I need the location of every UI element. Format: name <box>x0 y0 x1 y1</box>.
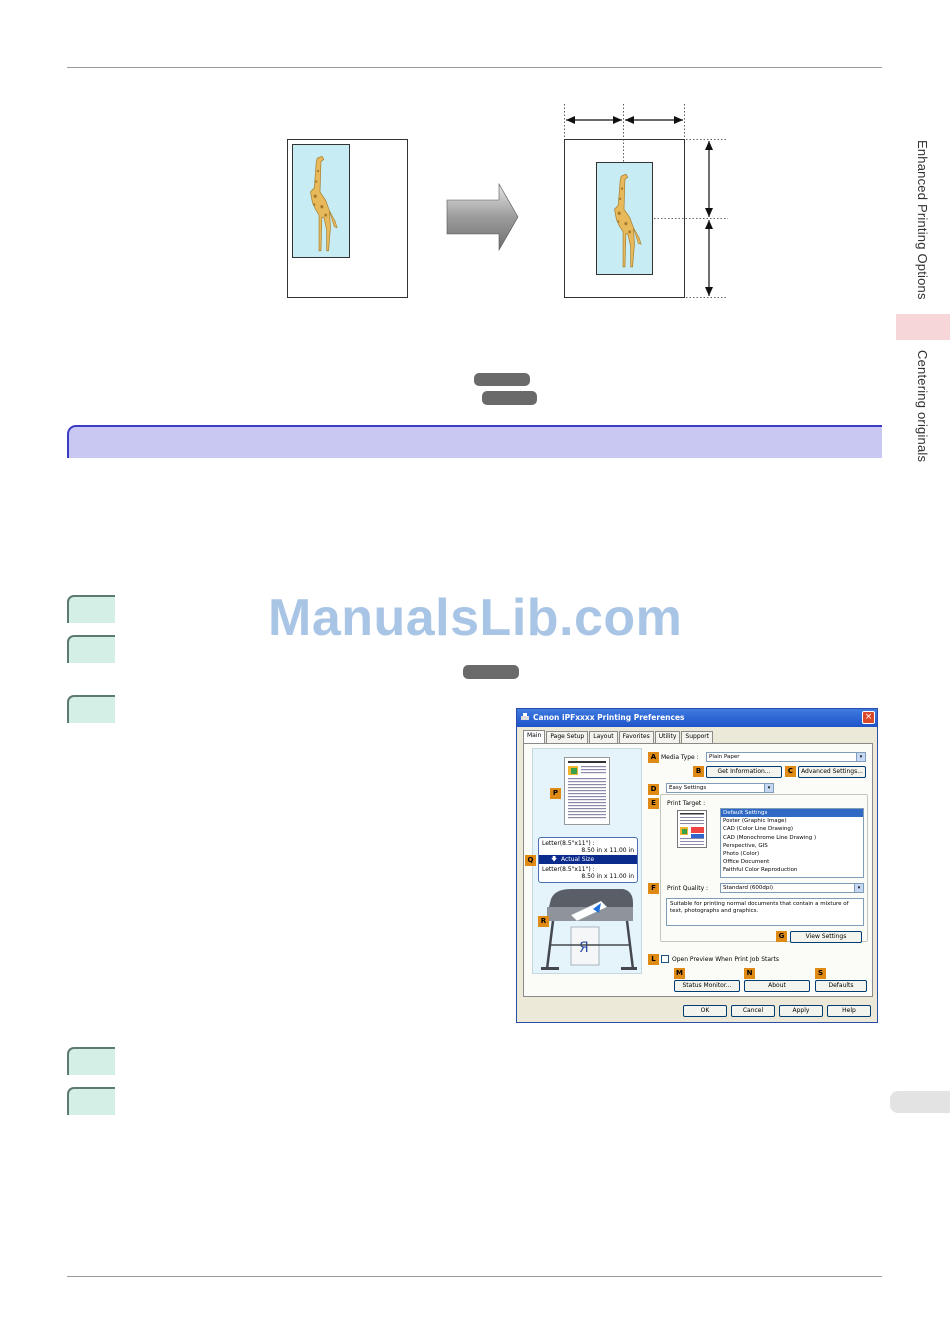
reference-link-pill[interactable] <box>463 665 519 679</box>
callout-label-p: P <box>550 788 561 799</box>
header-rule <box>67 67 882 68</box>
apply-button[interactable]: Apply <box>779 1005 823 1017</box>
chevron-down-icon: ▾ <box>856 753 865 761</box>
list-item[interactable]: Perspective, GIS <box>723 842 768 849</box>
info-output-size: Letter(8.5"x11") : <box>542 866 595 873</box>
section-label: Centering originals <box>915 350 930 463</box>
ok-button[interactable]: OK <box>683 1005 727 1017</box>
list-item[interactable]: Default Settings <box>721 809 863 818</box>
info-source-size: Letter(8.5"x11") : <box>542 840 595 847</box>
close-icon[interactable]: × <box>862 711 875 724</box>
chevron-down-icon: ▾ <box>854 884 863 892</box>
section-header-bar <box>67 425 882 458</box>
section-highlight <box>896 314 950 340</box>
callout-label-l: L <box>648 954 659 965</box>
tab-layout[interactable]: Layout <box>589 731 618 743</box>
list-item[interactable]: Faithful Color Reproduction <box>723 867 798 874</box>
reference-link-pill[interactable] <box>482 391 537 405</box>
list-item[interactable]: Office Document <box>723 859 770 866</box>
callout-label-n: N <box>744 968 755 979</box>
svg-text:Я: Я <box>579 940 589 956</box>
callout-label-e: E <box>648 798 659 809</box>
about-button[interactable]: About <box>744 980 810 992</box>
list-item[interactable]: Poster (Graphic Image) <box>723 818 787 825</box>
view-settings-button[interactable]: View Settings <box>790 931 862 943</box>
printer-illustration: Я <box>541 889 637 970</box>
open-preview-checkbox[interactable] <box>661 955 669 963</box>
list-item[interactable]: Photo (Color) <box>723 851 760 858</box>
dialog-title-bar: Canon iPFxxxx Printing Preferences <box>517 709 877 727</box>
callout-label-f: F <box>648 883 659 894</box>
preview-area: P Letter(8.5"x11") : 8.50 in x 11.00 in … <box>525 748 642 974</box>
paper-size-info: Letter(8.5"x11") : 8.50 in x 11.00 in Ac… <box>538 837 638 883</box>
status-monitor-button[interactable]: Status Monitor... <box>674 980 740 992</box>
media-type-select[interactable]: Plain Paper ▾ <box>706 752 866 762</box>
list-item[interactable]: CAD (Color Line Drawing) <box>723 826 794 833</box>
main-tab-panel: P Letter(8.5"x11") : 8.50 in x 11.00 in … <box>523 743 873 997</box>
print-target-label: Print Target : <box>667 800 706 807</box>
step-marker-2 <box>67 635 115 663</box>
step-marker-5 <box>67 1087 115 1115</box>
page-tab <box>890 1091 950 1113</box>
print-target-description: Suitable for printing normal documents t… <box>666 898 864 926</box>
tab-support[interactable]: Support <box>681 731 714 743</box>
callout-label-c: C <box>785 766 796 777</box>
info-actual-size-row <box>539 855 637 864</box>
media-type-value: Plain Paper <box>709 754 740 760</box>
printer-icon <box>521 713 529 720</box>
callout-label-a: A <box>648 752 659 763</box>
cancel-button[interactable]: Cancel <box>731 1005 775 1017</box>
callout-label-q: Q <box>525 855 536 866</box>
get-information-button[interactable]: Get Information... <box>706 766 782 778</box>
tab-favorites[interactable]: Favorites <box>618 731 654 743</box>
open-preview-label: Open Preview When Print Job Starts <box>672 956 779 963</box>
chevron-down-icon: ▾ <box>764 784 773 792</box>
down-arrow-icon: 🡇 <box>551 856 558 863</box>
settings-mode-select[interactable]: Easy Settings ▾ <box>666 783 774 793</box>
tab-page-setup[interactable]: Page Setup <box>546 731 589 743</box>
tab-utility[interactable]: Utility <box>654 731 681 743</box>
callout-label-b: B <box>693 766 704 777</box>
media-type-label: Media Type : <box>661 754 699 761</box>
print-quality-label: Print Quality : <box>667 885 709 892</box>
step-marker-1 <box>67 595 115 623</box>
callout-label-s: S <box>815 968 826 979</box>
page-preview-thumbnail <box>564 757 610 825</box>
info-source-dimensions: 8.50 in x 11.00 in <box>581 847 634 854</box>
help-button[interactable]: Help <box>827 1005 871 1017</box>
defaults-button[interactable]: Defaults <box>815 980 867 992</box>
advanced-settings-button[interactable]: Advanced Settings... <box>798 766 866 778</box>
info-output-dimensions: 8.50 in x 11.00 in <box>581 873 634 880</box>
watermark: ManualsLib.com <box>268 589 683 647</box>
footer-rule <box>67 1276 882 1277</box>
easy-settings-group <box>660 794 868 942</box>
printing-preferences-dialog: Canon iPFxxxx Printing Preferences × Mai… <box>516 708 878 1023</box>
info-actual-size: Actual Size <box>561 856 595 863</box>
print-quality-select[interactable]: Standard (600dpi) ▾ <box>720 883 864 893</box>
conversion-arrow <box>446 182 519 252</box>
step-marker-3 <box>67 695 115 723</box>
print-target-thumbnail <box>677 810 707 848</box>
callout-label-d: D <box>648 784 659 795</box>
dialog-title: Canon iPFxxxx Printing Preferences <box>533 713 685 722</box>
chapter-label: Enhanced Printing Options <box>915 140 930 300</box>
centering-illustration <box>287 104 728 298</box>
settings-mode-value: Easy Settings <box>669 785 707 791</box>
reference-link-pill[interactable] <box>474 373 530 386</box>
print-quality-value: Standard (600dpi) <box>723 885 774 891</box>
print-target-list[interactable]: Default Settings Poster (Graphic Image) … <box>720 808 864 878</box>
tab-main[interactable]: Main <box>523 730 546 743</box>
callout-label-m: M <box>674 968 685 979</box>
callout-label-r: R <box>538 916 549 927</box>
list-item[interactable]: CAD (Monochrome Line Drawing ) <box>723 834 817 841</box>
callout-label-g: G <box>776 931 787 942</box>
dialog-tabs: Main Page Setup Layout Favorites Utility… <box>523 730 714 743</box>
step-marker-4 <box>67 1047 115 1075</box>
